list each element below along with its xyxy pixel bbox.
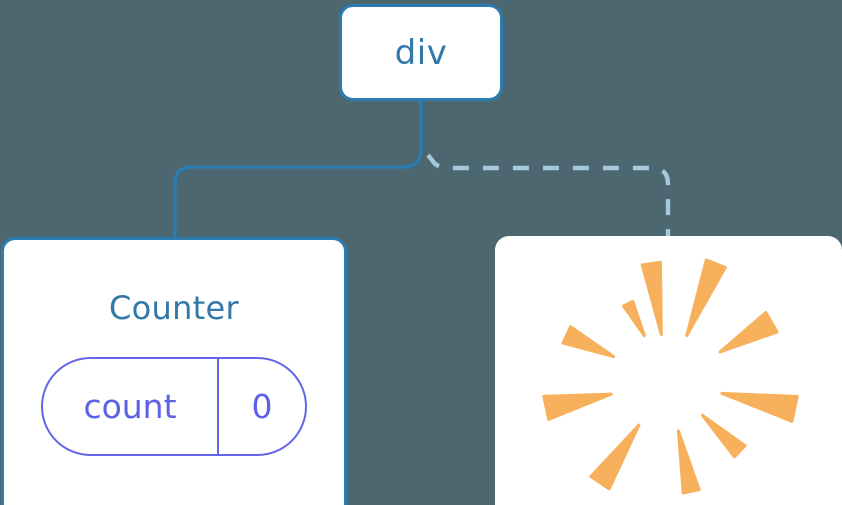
- node-counter[interactable]: Counter count 0: [1, 237, 347, 505]
- sparkle-ray-8: [622, 299, 646, 338]
- sparkle-ray-5: [589, 423, 641, 491]
- sparkle-burst-icon: [542, 258, 799, 495]
- state-key-label: count: [83, 387, 177, 426]
- node-div-label: div: [394, 32, 448, 73]
- sparkle-ray-6: [542, 392, 613, 421]
- node-sparkle[interactable]: [495, 236, 842, 505]
- edge-div-to-counter: [173, 101, 423, 240]
- sparkle-ray-3: [701, 413, 747, 459]
- sparkle-ray-2: [720, 391, 799, 423]
- state-value-label: 0: [217, 359, 305, 454]
- edge-div-to-sparkle: [426, 153, 671, 240]
- node-counter-label: Counter: [109, 289, 239, 327]
- sparkle-ray-1: [718, 311, 779, 354]
- sparkle-ray-7: [561, 325, 616, 359]
- state-pill-count[interactable]: count 0: [41, 357, 307, 456]
- sparkle-ray-9: [640, 260, 663, 336]
- node-div[interactable]: div: [339, 4, 503, 101]
- sparkle-ray-0: [685, 258, 727, 338]
- sparkle-ray-4: [676, 429, 701, 495]
